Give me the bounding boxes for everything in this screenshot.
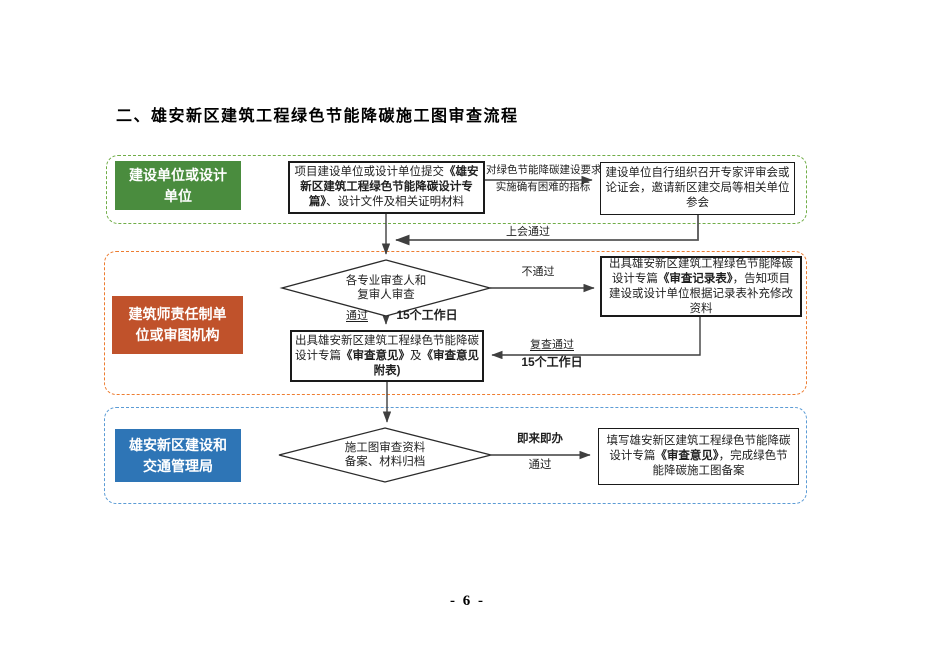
step-issue-review-record: 出具雄安新区建筑工程绿色节能降碳 设计专篇《审查记录表》，告知项目 建设或设计单… xyxy=(600,256,802,317)
diamond-review xyxy=(279,259,493,317)
role-construction-or-design-unit: 建设单位或设计单位 xyxy=(115,161,241,210)
label-recheck-pass: 复查通过 xyxy=(530,339,574,351)
lane-construction-unit xyxy=(106,155,807,224)
label-recheck-15-working-days: 15个工作日 xyxy=(521,355,583,369)
role-architect-responsibility-unit: 建筑师责任制单位或审图机构 xyxy=(112,296,243,354)
step-issue-review-opinion: 出具雄安新区建筑工程绿色节能降碳 设计专篇《审查意见》及《审查意见 附表) xyxy=(290,330,484,382)
lane-management-bureau xyxy=(104,407,807,504)
step-filing-record: 填写雄安新区建筑工程绿色节能降碳 设计专篇《审查意见》，完成绿色节 能降碳施工图… xyxy=(598,428,799,485)
label-15-working-days: 15个工作日 xyxy=(396,308,458,322)
role-xiongan-construction-transport-bureau: 雄安新区建设和交通管理局 xyxy=(115,429,241,482)
page-number: - 6 - xyxy=(450,593,485,609)
diamond-archive xyxy=(278,427,492,483)
step-expert-review-meeting: 建设单位自行组织召开专家评审会或 论证会，邀请新区建交局等相关单位 参会 xyxy=(600,162,795,215)
arrow-recheck-pass xyxy=(491,317,701,360)
label-not-pass: 不通过 xyxy=(521,266,555,278)
label-meeting-pass: 上会通过 xyxy=(506,226,550,238)
label-difficult-requirements-line2: 实施确有困难的指标 xyxy=(495,181,591,193)
label-pass: 通过 xyxy=(346,310,368,322)
decision-review-text: 各专业审查人和 复审人审查 xyxy=(345,274,427,302)
decision-archive-text: 施工图审查资料 备案、材料归档 xyxy=(344,441,426,469)
label-difficult-requirements-line1: 对绿色节能降碳建设要求 xyxy=(486,164,602,176)
arrow-meeting-pass xyxy=(395,215,699,246)
step-submit-materials: 项目建设单位或设计单位提交《雄安 新区建筑工程绿色节能降碳设计专 篇》、设计文件… xyxy=(288,161,485,214)
label-archive-pass: 通过 xyxy=(528,459,552,471)
label-immediate-handling: 即来即办 xyxy=(517,433,563,445)
lane-architect-review xyxy=(104,251,807,395)
page-title: 二、雄安新区建筑工程绿色节能降碳施工图审查流程 xyxy=(116,108,519,125)
